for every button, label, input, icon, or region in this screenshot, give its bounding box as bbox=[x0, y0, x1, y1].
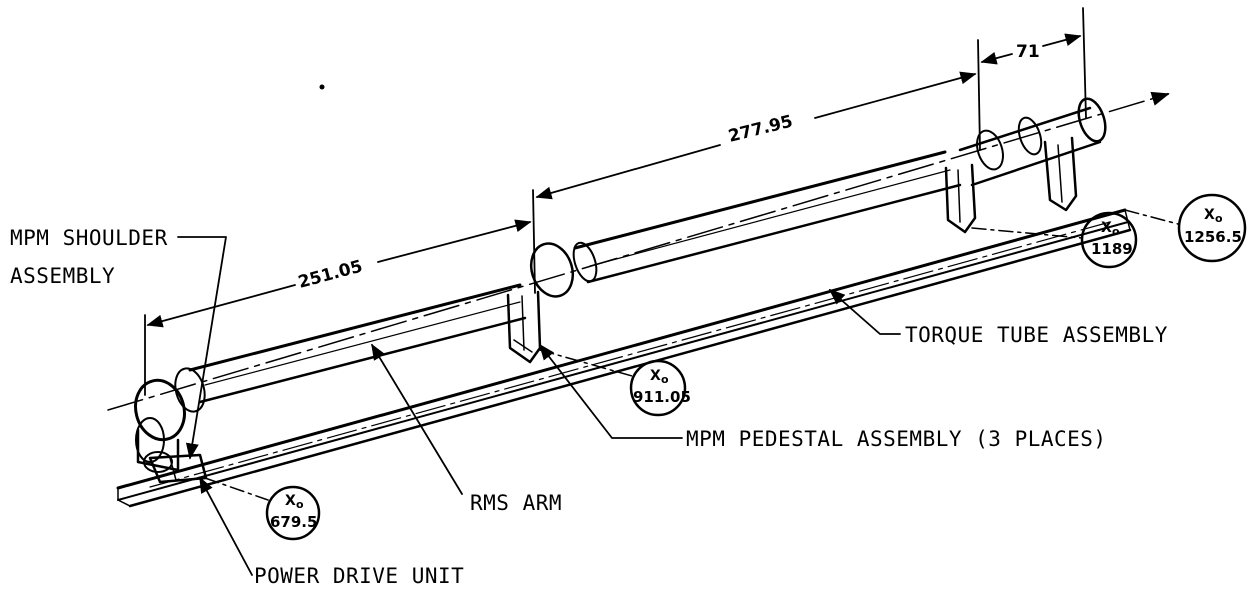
mpm-shoulder-label-line2: ASSEMBLY bbox=[10, 264, 115, 288]
station-1189-sub: o bbox=[1112, 225, 1120, 238]
pedestal-1189 bbox=[944, 163, 977, 234]
dimension-251-label: 251.05 bbox=[296, 257, 365, 293]
station-679-5-sub: o bbox=[296, 498, 304, 511]
station-911-05-sub: o bbox=[661, 373, 669, 386]
arm-centerline-arrow bbox=[1150, 91, 1170, 106]
dimension-277-label: 277.95 bbox=[726, 112, 794, 147]
station-1189-value: 1189 bbox=[1091, 240, 1133, 258]
callout-power-drive: POWER DRIVE UNIT bbox=[199, 476, 464, 588]
pedestal-1256 bbox=[1043, 136, 1078, 212]
torque-tube-rail bbox=[116, 208, 1132, 508]
station-1256-5-symbol: X bbox=[1204, 207, 1215, 223]
station-1256-5-value: 1256.5 bbox=[1184, 228, 1242, 246]
station-911-05-value: 911.05 bbox=[633, 388, 691, 406]
station-911-05-symbol: X bbox=[650, 368, 661, 384]
mpm-shoulder-label-line1: MPM SHOULDER bbox=[10, 226, 168, 250]
pedestal-911 bbox=[506, 290, 542, 364]
station-1256-5-sub: o bbox=[1215, 212, 1223, 225]
rms-arm-label: RMS ARM bbox=[470, 491, 562, 515]
station-1189: X o 1189 bbox=[971, 211, 1138, 269]
station-911-05: X o 911.05 bbox=[539, 349, 691, 417]
dimension-251: 251.05 bbox=[144, 189, 536, 396]
power-drive-label: POWER DRIVE UNIT bbox=[254, 564, 464, 588]
dimension-71: 71 bbox=[977, 7, 1087, 151]
callout-mpm-shoulder: MPM SHOULDER ASSEMBLY bbox=[10, 226, 227, 460]
dimension-277: 277.95 bbox=[535, 71, 977, 200]
torque-tube-label: TORQUE TUBE ASSEMBLY bbox=[905, 323, 1168, 347]
dimension-71-label: 71 bbox=[1016, 42, 1040, 62]
callout-pedestal: MPM PEDESTAL ASSEMBLY (3 PLACES) bbox=[539, 343, 1107, 451]
station-679-5-symbol: X bbox=[285, 493, 296, 509]
arm-centerline bbox=[107, 94, 1166, 411]
station-679-5: X o 679.5 bbox=[204, 477, 321, 541]
station-679-5-value: 679.5 bbox=[270, 513, 317, 531]
station-1256-5: X o 1256.5 bbox=[1124, 193, 1247, 263]
pedestal-label: MPM PEDESTAL ASSEMBLY (3 PLACES) bbox=[686, 427, 1107, 451]
callout-torque-tube: TORQUE TUBE ASSEMBLY bbox=[828, 288, 1168, 347]
station-1189-symbol: X bbox=[1101, 220, 1112, 236]
callout-rms-arm: RMS ARM bbox=[371, 343, 562, 515]
stray-dot bbox=[319, 84, 325, 90]
rms-arm-tube bbox=[134, 97, 1107, 473]
